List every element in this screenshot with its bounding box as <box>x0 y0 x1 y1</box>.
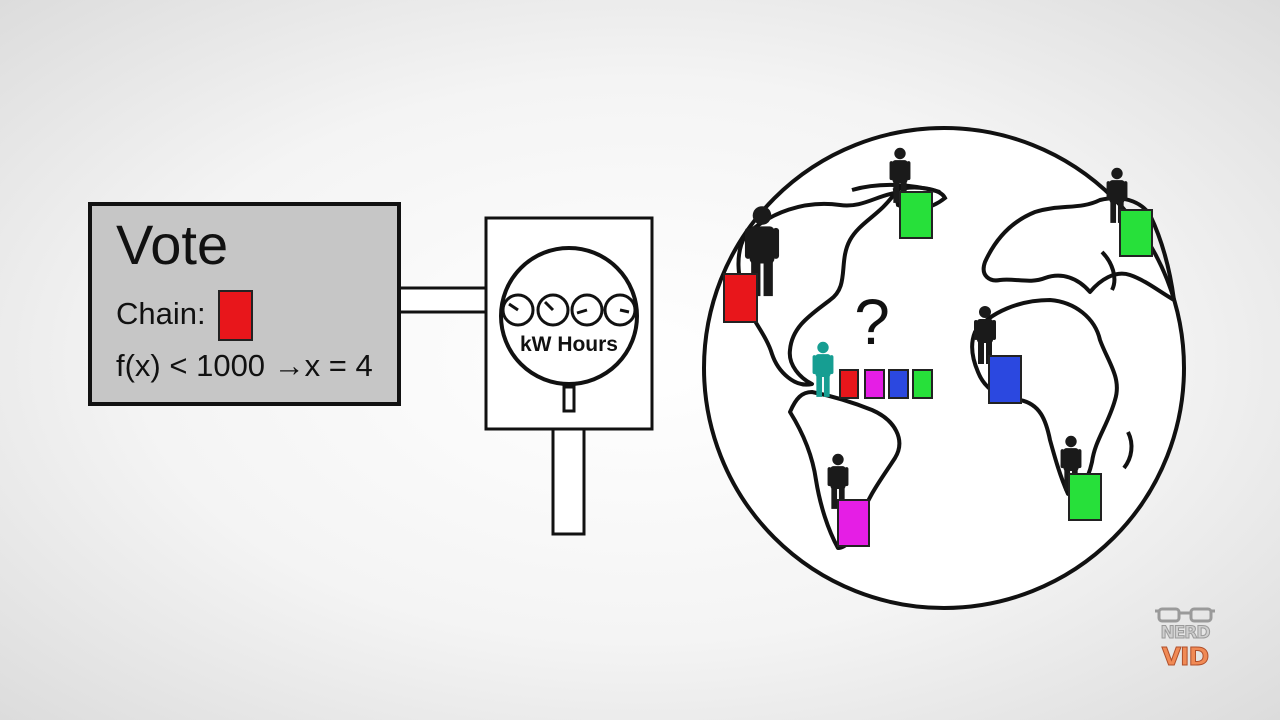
block-green-southeast <box>1068 473 1102 521</box>
globe: ? <box>702 126 1186 610</box>
candidate-chain <box>839 369 933 399</box>
chain-block-red <box>218 290 253 341</box>
continent-eurasia <box>981 196 1176 302</box>
chain-block-green <box>912 369 933 399</box>
nerdvid-watermark: NERD VID <box>1155 606 1215 674</box>
formula-text: f(x) < 1000 →x = 4 <box>116 348 373 383</box>
question-mark: ? <box>854 286 890 358</box>
chain-label: Chain: <box>116 296 206 331</box>
watermark-top-text: NERD <box>1160 623 1211 644</box>
chain-block-magenta <box>864 369 885 399</box>
vote-meter-connector <box>394 286 489 314</box>
meter-dial <box>603 293 637 327</box>
vote-box: Vote Chain: f(x) < 1000 →x = 4 <box>88 202 401 406</box>
electric-meter: kW Hours <box>484 216 654 536</box>
chain-block-blue <box>888 369 909 399</box>
glasses-icon <box>1155 607 1215 623</box>
block-green-north <box>899 191 933 239</box>
watermark-bottom-text: VID <box>1161 642 1209 672</box>
meter-dial <box>570 293 604 327</box>
vote-title: Vote <box>116 213 229 276</box>
block-blue-east <box>988 355 1022 404</box>
continent-north-america <box>736 191 897 387</box>
meter-dial <box>536 293 570 327</box>
block-magenta-south <box>837 499 870 547</box>
meter-dial <box>501 293 535 327</box>
meter-label: kW Hours <box>520 333 618 356</box>
chain-block-red <box>839 369 859 399</box>
block-red-northwest <box>723 273 758 323</box>
block-green-northeast <box>1119 209 1153 257</box>
